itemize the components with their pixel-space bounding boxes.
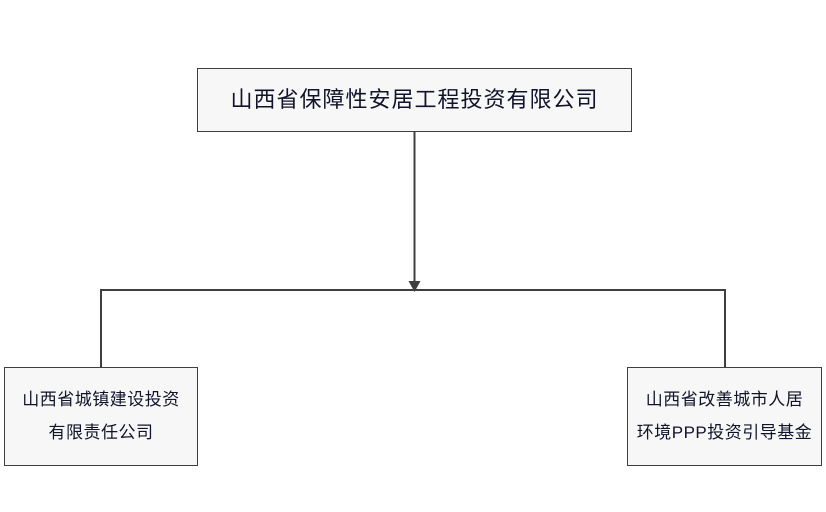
org-node-root[interactable]: 山西省保障性安居工程投资有限公司 [197, 68, 632, 132]
org-node-root-label: 山西省保障性安居工程投资有限公司 [230, 87, 599, 113]
org-node-child-left[interactable]: 山西省城镇建设投资 有限责任公司 [4, 367, 198, 466]
org-node-child-right[interactable]: 山西省改善城市人居 环境PPP投资引导基金 [627, 367, 822, 466]
down-arrow-head-icon [408, 281, 421, 292]
org-node-child-left-label: 山西省城镇建设投资 有限责任公司 [22, 390, 180, 442]
org-node-child-right-label: 山西省改善城市人居 环境PPP投资引导基金 [636, 390, 813, 442]
